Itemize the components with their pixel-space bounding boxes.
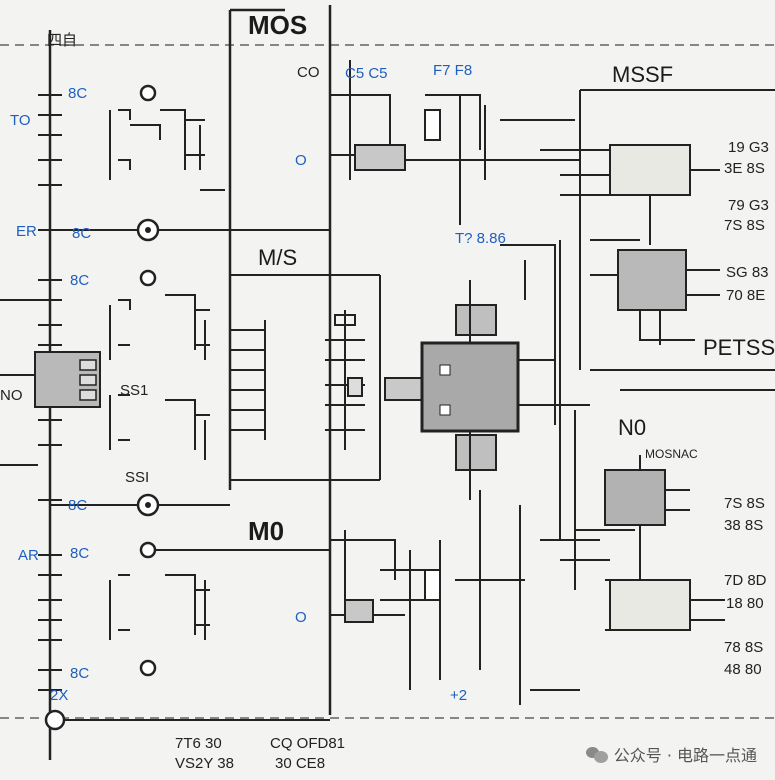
label-8c4: 8C bbox=[68, 497, 87, 514]
label-c-group: C5 C5 bbox=[345, 65, 388, 82]
label-o3: O bbox=[295, 609, 307, 626]
label-f-group: F7 F8 bbox=[433, 62, 472, 79]
label-plus: +2 bbox=[450, 687, 467, 704]
transistor-clusters-left bbox=[109, 109, 225, 640]
label-8c3: 8C bbox=[70, 272, 89, 289]
bottom-label-2: VS2Y 38 bbox=[175, 755, 234, 772]
pin-label-10: 18 80 bbox=[726, 595, 764, 612]
pin-label-1: 19 G3 bbox=[728, 139, 769, 156]
pin-label-5: SG 83 bbox=[726, 264, 769, 281]
label-er: ER bbox=[16, 223, 37, 240]
label-8c2: 8C bbox=[72, 225, 91, 242]
left-rail-ticks bbox=[0, 94, 62, 691]
watermark: 公众号 · 电路一点通 bbox=[585, 742, 757, 766]
label-no: NO bbox=[0, 387, 23, 404]
label-ar: AR bbox=[18, 547, 39, 564]
gate-ticks bbox=[230, 320, 266, 440]
title-ms: M/S bbox=[258, 245, 297, 270]
label-co: CO bbox=[297, 64, 320, 81]
label-2x: 2X bbox=[50, 687, 68, 704]
pin-label-3: 79 G3 bbox=[728, 197, 769, 214]
bottom-label-1: 7T6 30 bbox=[175, 735, 222, 752]
pin-label-2: 3E 8S bbox=[724, 160, 765, 177]
label-ss1: SS1 bbox=[120, 382, 148, 399]
wechat-icon bbox=[585, 745, 608, 763]
title-m0: M0 bbox=[248, 516, 284, 546]
bottom-label-3: CQ OFD81 bbox=[270, 735, 345, 752]
pin-label-4: 7S 8S bbox=[724, 217, 765, 234]
pin-label-11: 78 8S bbox=[724, 639, 763, 656]
main-ic bbox=[384, 280, 590, 500]
label-8c6: 8C bbox=[70, 665, 89, 682]
bottom-label-4: 30 CE8 bbox=[275, 755, 325, 772]
title-mos: MOS bbox=[248, 10, 307, 40]
label-mosnac: MOSNAC bbox=[645, 447, 698, 461]
pin-label-12: 48 80 bbox=[724, 661, 762, 678]
label-top-left: 四自 bbox=[47, 32, 77, 49]
pin-label-8: 38 8S bbox=[724, 517, 763, 534]
dashed-bus-lines bbox=[0, 44, 775, 719]
label-ssi: SSI bbox=[125, 469, 149, 486]
label-o1: O bbox=[295, 152, 307, 169]
label-petss: PETSS bbox=[703, 335, 775, 360]
watermark-text: 公众号 · 电路一点通 bbox=[613, 746, 757, 765]
label-n0: N0 bbox=[618, 415, 646, 440]
center-left-stack bbox=[325, 310, 365, 450]
label-to: TO bbox=[10, 112, 31, 129]
label-8c5: 8C bbox=[70, 545, 89, 562]
pin-label-7: 7S 8S bbox=[724, 495, 765, 512]
pin-label-9: 7D 8D bbox=[724, 572, 767, 589]
wires-left bbox=[50, 229, 381, 721]
label-mssf: MSSF bbox=[612, 62, 673, 87]
pin-label-6: 70 8E bbox=[726, 287, 765, 304]
label-8c1: 8C bbox=[68, 85, 87, 102]
top-wires bbox=[330, 60, 775, 540]
label-ts: T? 8.86 bbox=[455, 230, 506, 247]
